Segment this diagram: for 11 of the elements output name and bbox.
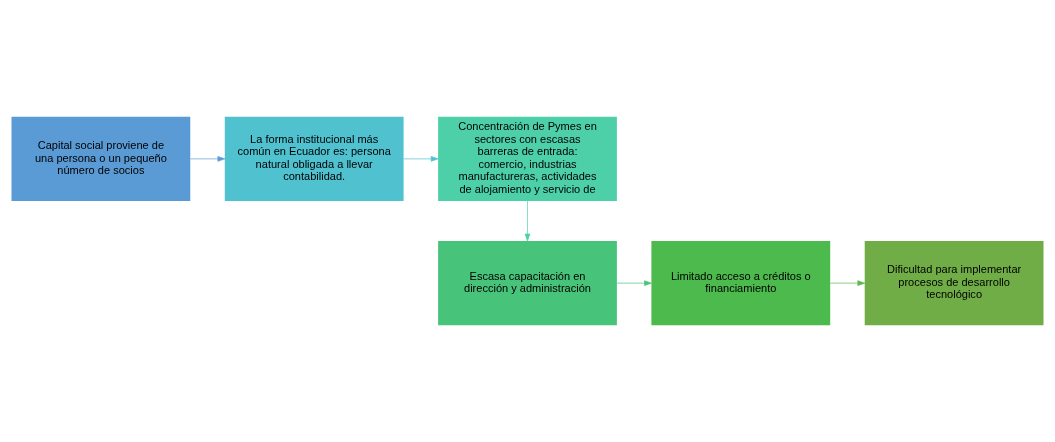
node-box: Dificultad para implementar procesos de desarrollo tecnológico bbox=[864, 241, 1044, 326]
arrow bbox=[616, 280, 652, 286]
arrow bbox=[830, 280, 866, 286]
node-box: Concentración de Pymes en sectores con escasas barreras de entrada: comercio, industrias manufactureras, actividades de alojamiento y servicio de bbox=[438, 116, 617, 201]
node-box: Escasa capacitación en dirección y administración bbox=[438, 241, 617, 326]
node-box: Capital social proviene de una persona o un pequeño número de socios bbox=[11, 116, 191, 201]
arrow bbox=[190, 156, 226, 162]
arrow bbox=[524, 200, 531, 242]
node-box: Limitado acceso a créditos o financiamiento bbox=[651, 241, 831, 326]
arrow bbox=[403, 156, 439, 162]
node-box: La forma institucional más común en Ecuador es: persona natural obligada a llevar contabilidad. bbox=[224, 116, 404, 201]
